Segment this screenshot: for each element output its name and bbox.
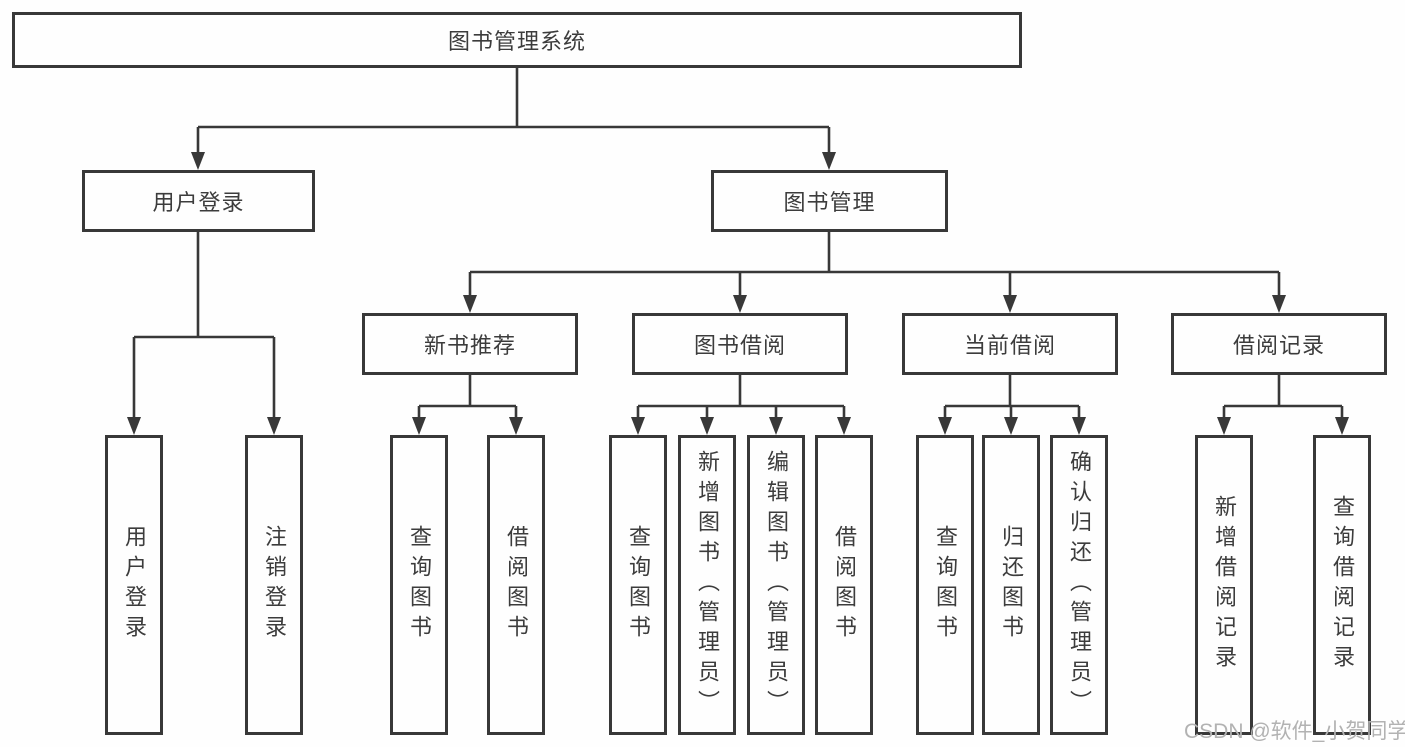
leaf-add-borrow-record-label: 新增借阅记录: [1212, 495, 1237, 675]
node-book-management-label: 图书管理: [783, 190, 876, 215]
leaf-query-borrow-record-label: 查询借阅记录: [1330, 495, 1355, 675]
leaf-edit-books-admin: 编辑图书（管理员）: [747, 435, 805, 735]
leaf-add-books-admin-label: 新增图书（管理员）: [695, 450, 720, 720]
leaf-confirm-return-admin-label: 确认归还（管理员）: [1067, 450, 1092, 720]
node-borrowing-records-label: 借阅记录: [1232, 333, 1325, 358]
leaf-logout-label: 注销登录: [262, 525, 287, 645]
leaf-edit-books-admin-label: 编辑图书（管理员）: [764, 450, 789, 720]
node-book-management: 图书管理: [711, 170, 948, 232]
leaf-borrowing-query-books-label: 查询图书: [626, 525, 651, 645]
node-borrowing-records: 借阅记录: [1171, 313, 1387, 375]
node-book-borrowing: 图书借阅: [632, 313, 848, 375]
node-book-borrowing-label: 图书借阅: [693, 333, 786, 358]
node-current-borrowing: 当前借阅: [902, 313, 1118, 375]
node-current-borrowing-label: 当前借阅: [963, 333, 1056, 358]
leaf-newbook-borrow-books: 借阅图书: [487, 435, 545, 735]
leaf-current-query-books-label: 查询图书: [933, 525, 958, 645]
leaf-user-login: 用户登录: [105, 435, 163, 735]
leaf-user-login-label: 用户登录: [122, 525, 147, 645]
leaf-add-books-admin: 新增图书（管理员）: [678, 435, 736, 735]
leaf-newbook-query-books: 查询图书: [390, 435, 448, 735]
node-user-login-label: 用户登录: [152, 190, 245, 215]
leaf-borrowing-query-books: 查询图书: [609, 435, 667, 735]
leaf-query-borrow-record: 查询借阅记录: [1313, 435, 1371, 735]
leaf-add-borrow-record: 新增借阅记录: [1195, 435, 1253, 735]
csdn-watermark: CSDN @软件_小贺同学: [1184, 720, 1405, 743]
leaf-confirm-return-admin: 确认归还（管理员）: [1050, 435, 1108, 735]
node-user-login: 用户登录: [82, 170, 315, 232]
leaf-borrowing-borrow-books: 借阅图书: [815, 435, 873, 735]
leaf-return-books-label: 归还图书: [999, 525, 1024, 645]
leaf-return-books: 归还图书: [982, 435, 1040, 735]
node-library-system: 图书管理系统: [12, 12, 1022, 68]
arrowhead-icons: [127, 152, 1349, 435]
node-library-system-label: 图书管理系统: [447, 29, 586, 54]
leaf-newbook-query-books-label: 查询图书: [407, 525, 432, 645]
leaf-borrowing-borrow-books-label: 借阅图书: [832, 525, 857, 645]
leaf-logout: 注销登录: [245, 435, 303, 735]
node-new-book-recommend: 新书推荐: [362, 313, 578, 375]
leaf-current-query-books: 查询图书: [916, 435, 974, 735]
leaf-newbook-borrow-books-label: 借阅图书: [504, 525, 529, 645]
node-new-book-recommend-label: 新书推荐: [423, 333, 516, 358]
